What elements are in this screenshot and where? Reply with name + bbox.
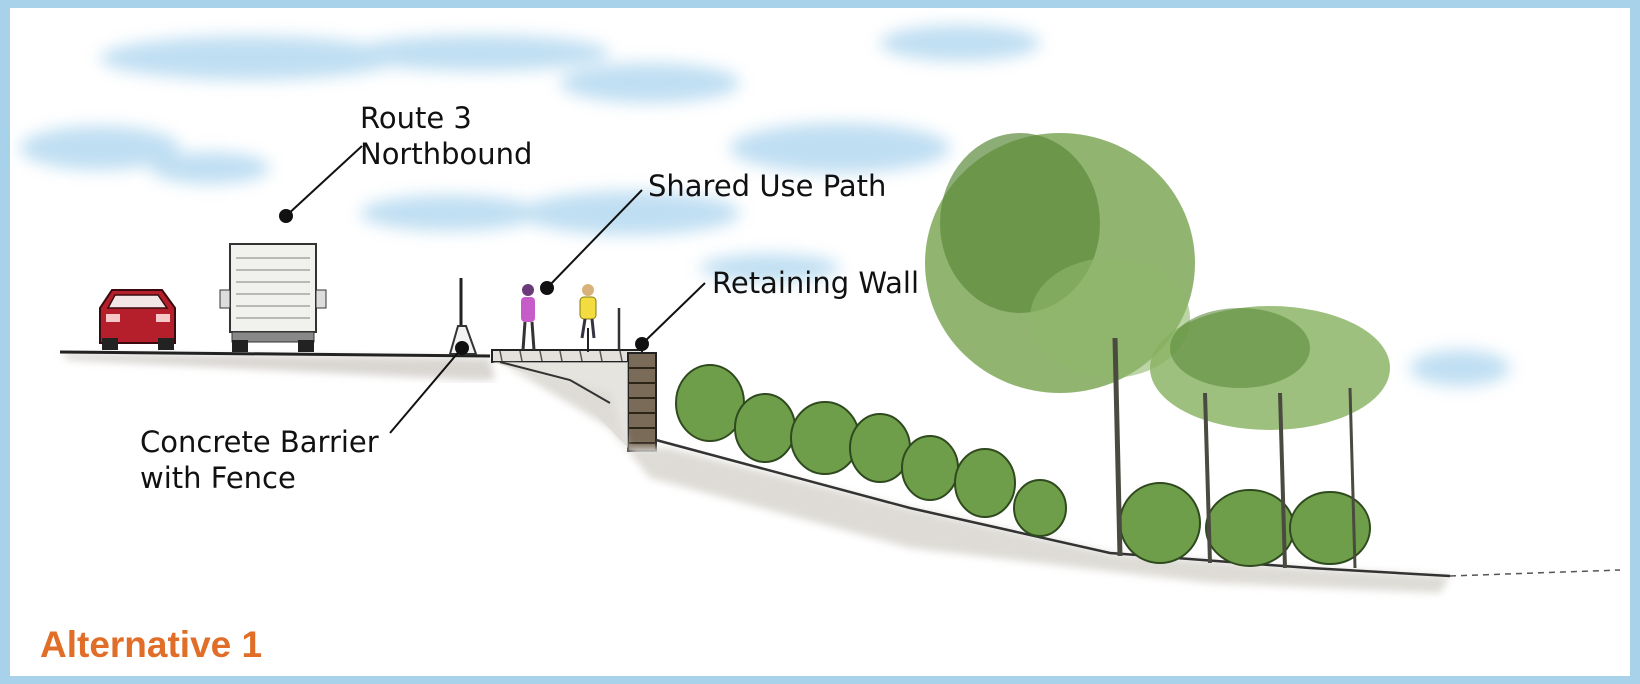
cyclist-icon	[579, 284, 597, 352]
concrete-barrier-label: Concrete Barrier with Fence	[140, 424, 379, 496]
slope-ground	[499, 361, 1621, 593]
alternative-title: Alternative 1	[40, 624, 263, 665]
sky-clouds	[20, 25, 1510, 386]
concrete-barrier-label-line1: Concrete Barrier	[140, 425, 379, 459]
pedestrian-icon	[521, 284, 536, 351]
truck-icon	[219, 243, 327, 352]
route-label-line1: Route 3	[360, 101, 472, 135]
shared-use-path-slab	[491, 308, 643, 363]
cross-section-sketch	[20, 25, 1621, 593]
leader-lines	[279, 145, 706, 434]
tree-large-icon	[925, 133, 1195, 557]
cross-section-frame: Route 3 Northbound Shared Use Path Retai…	[10, 8, 1630, 676]
concrete-barrier-label-line2: with Fence	[140, 461, 296, 495]
road-surface	[59, 350, 495, 380]
route-label: Route 3 Northbound	[360, 100, 532, 172]
shrub-row	[675, 364, 1371, 567]
route-label-line2: Northbound	[360, 137, 533, 171]
shared-use-path-label: Shared Use Path	[648, 169, 887, 203]
retaining-wall	[492, 352, 657, 452]
car-icon	[99, 289, 176, 350]
tree-small-icon	[1150, 306, 1390, 569]
retaining-wall-label: Retaining Wall	[712, 266, 920, 300]
